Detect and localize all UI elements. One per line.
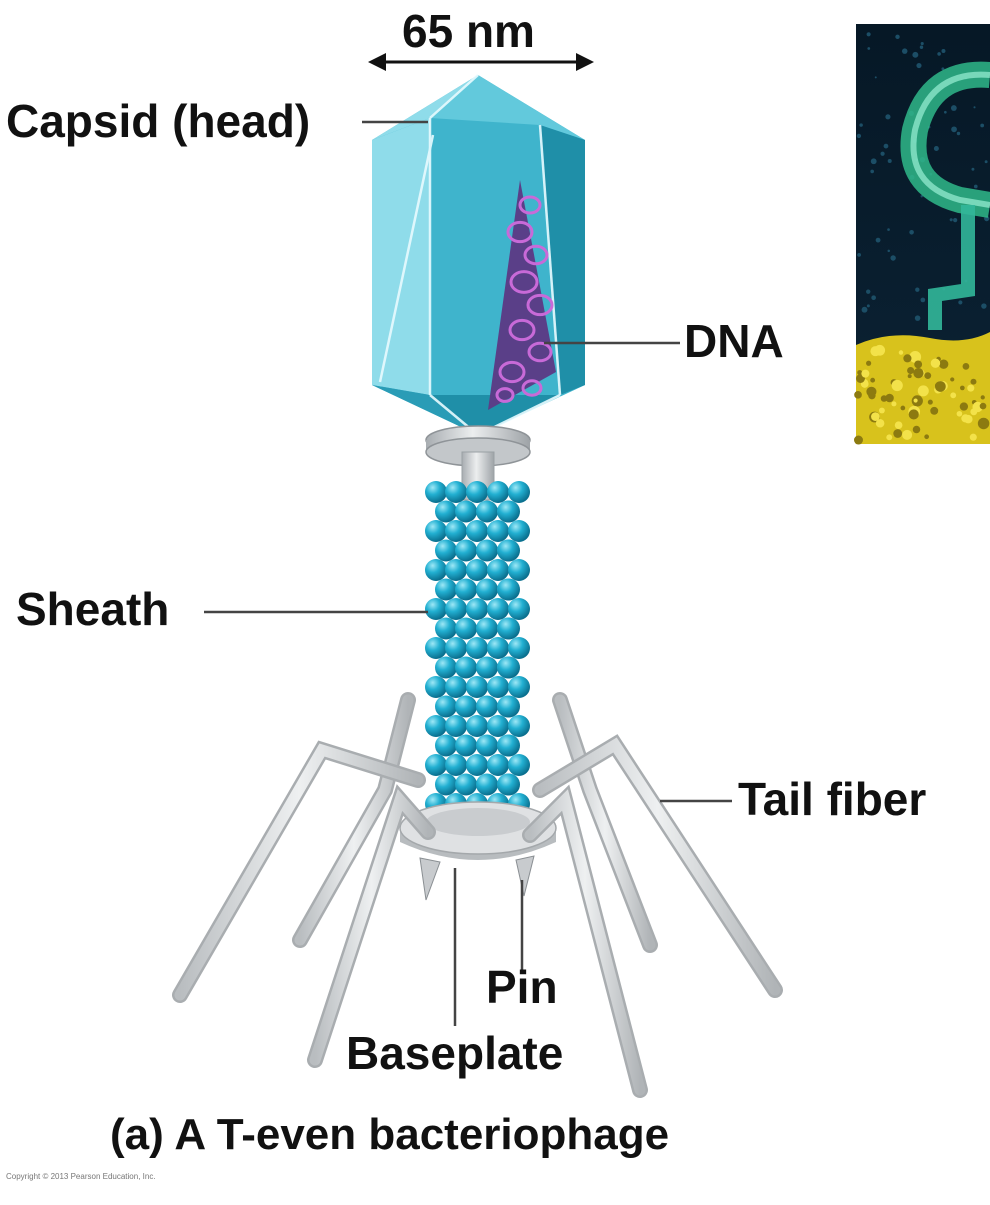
collar: [425, 425, 531, 501]
label-pin: Pin: [486, 961, 558, 1013]
tail-fibers-front: [172, 734, 783, 1098]
figure-caption: (a) A T-even bacteriophage: [110, 1110, 669, 1160]
label-baseplate: Baseplate: [346, 1027, 564, 1079]
sheath-tail: [425, 481, 530, 815]
label-dna: DNA: [684, 315, 784, 367]
label-tail-fiber: Tail fiber: [738, 773, 927, 825]
leader-lines: [204, 120, 732, 1026]
label-sheath: Sheath: [16, 583, 170, 635]
baseplate: [399, 801, 557, 860]
tail-fibers-back: [292, 692, 658, 953]
dimension-arrow: [368, 53, 594, 71]
pins: [419, 855, 535, 901]
dna-strand: [495, 195, 554, 403]
dimension-label: 65 nm: [402, 5, 535, 57]
capsid-head: [372, 74, 585, 437]
micrograph-inset: [853, 24, 990, 445]
caption-text: A T-even bacteriophage: [174, 1110, 670, 1159]
copyright-notice: Copyright © 2013 Pearson Education, Inc.: [6, 1172, 156, 1181]
caption-letter: (a): [110, 1110, 164, 1159]
label-capsid: Capsid (head): [6, 95, 311, 147]
